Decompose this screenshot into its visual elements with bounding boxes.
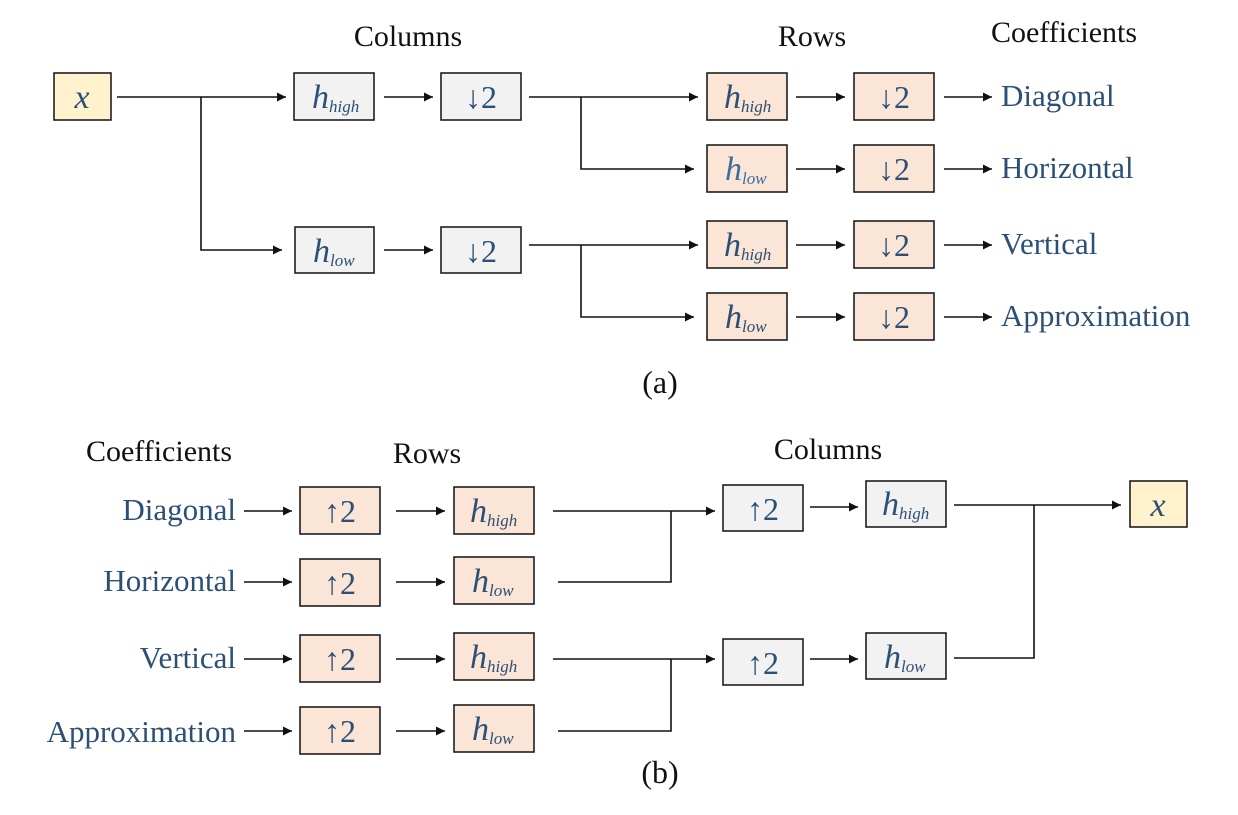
output-approximation: Approximation: [1001, 298, 1191, 333]
output-vertical: Vertical: [1001, 226, 1097, 261]
svg-text:hhigh: hhigh: [470, 493, 517, 530]
caption-a: (a): [642, 364, 678, 400]
filter-subscript: high: [487, 657, 517, 676]
input-x-box: x: [53, 72, 112, 121]
row-downsample-vertical: ↓2: [853, 220, 935, 269]
upsample-label: ↑2: [747, 491, 779, 527]
svg-text:hhigh: hhigh: [724, 227, 771, 264]
upsample-label: ↑2: [747, 645, 779, 681]
caption-b: (b): [641, 754, 678, 790]
filter-h-symbol: h: [470, 493, 487, 530]
filter-h-symbol: h: [724, 227, 741, 264]
output-horizontal: Horizontal: [1001, 150, 1134, 185]
filter-subscript: high: [487, 511, 517, 530]
row-downsample-diagonal: ↓2: [853, 72, 935, 121]
downsample-label: ↓2: [465, 233, 497, 269]
row-upsample-vertical: ↑2: [299, 634, 381, 683]
row-filter-high-vertical: hhigh: [706, 220, 788, 269]
coefficients-header: Coefficients: [991, 16, 1137, 49]
column-filter-high: hhigh: [865, 480, 947, 528]
filter-h-symbol: h: [472, 711, 489, 748]
filter-h-symbol: h: [312, 79, 329, 116]
column-downsample-low: ↓2: [440, 226, 522, 274]
upsample-label: ↑2: [324, 493, 356, 529]
output-diagonal: Diagonal: [1001, 78, 1115, 113]
row-downsample-horizontal: ↓2: [853, 144, 935, 193]
filter-h-symbol: h: [470, 639, 487, 676]
downsample-label: ↓2: [878, 299, 910, 335]
row-filter-high-diagonal: hhigh: [453, 486, 535, 535]
row-upsample-horizontal: ↑2: [299, 558, 381, 607]
upsample-label: ↑2: [324, 713, 356, 749]
column-upsample-low: ↑2: [722, 638, 804, 686]
row-filter-high-diagonal: hhigh: [706, 72, 788, 121]
filter-subscript: low: [489, 729, 514, 748]
svg-text:hlow: hlow: [884, 639, 926, 676]
filter-subscript: low: [901, 657, 926, 676]
column-downsample-high: ↓2: [440, 72, 522, 121]
svg-text:hlow: hlow: [313, 233, 355, 270]
filter-subscript: low: [489, 581, 514, 600]
filter-subscript: high: [329, 97, 359, 116]
svg-text:hlow: hlow: [472, 563, 514, 600]
input-diagonal: Diagonal: [122, 492, 236, 527]
columns-header: Columns: [774, 433, 882, 466]
filter-h-symbol: h: [724, 79, 741, 116]
coefficients-header: Coefficients: [86, 435, 232, 468]
row-upsample-diagonal: ↑2: [299, 486, 381, 535]
column-upsample-high: ↑2: [722, 484, 804, 532]
input-x-label: x: [73, 79, 89, 116]
svg-text:hhigh: hhigh: [312, 79, 359, 116]
filter-h-symbol: h: [725, 151, 742, 188]
row-downsample-approximation: ↓2: [853, 292, 935, 341]
svg-text:hlow: hlow: [725, 151, 767, 188]
svg-text:hhigh: hhigh: [470, 639, 517, 676]
panel-a-decomposition: Columns Rows Coefficients x hhigh ↓2 hlo…: [53, 16, 1191, 400]
filter-h-symbol: h: [884, 639, 901, 676]
column-filter-low: hlow: [865, 632, 947, 680]
filter-subscript: high: [741, 97, 771, 116]
filter-subscript: high: [899, 504, 929, 523]
columns-header: Columns: [354, 20, 462, 53]
row-upsample-approximation: ↑2: [299, 706, 381, 755]
filter-subscript: high: [741, 245, 771, 264]
rows-header: Rows: [778, 20, 846, 53]
panel-b-reconstruction: Coefficients Rows Columns Diagonal ↑2 hh…: [47, 433, 1188, 790]
row-filter-low-horizontal: hlow: [706, 144, 788, 193]
output-x-box: x: [1129, 480, 1188, 528]
svg-text:hhigh: hhigh: [882, 486, 929, 523]
filter-h-symbol: h: [882, 486, 899, 523]
output-x-label: x: [1149, 487, 1165, 524]
filter-subscript: low: [742, 317, 767, 336]
input-approximation: Approximation: [47, 714, 237, 749]
column-filter-high: hhigh: [293, 72, 375, 121]
upsample-label: ↑2: [324, 641, 356, 677]
row-filter-high-vertical: hhigh: [453, 632, 535, 681]
input-vertical: Vertical: [140, 640, 236, 675]
svg-text:hhigh: hhigh: [724, 79, 771, 116]
svg-text:hlow: hlow: [472, 711, 514, 748]
rows-header: Rows: [393, 437, 461, 470]
column-filter-low: hlow: [294, 226, 375, 274]
downsample-label: ↓2: [878, 227, 910, 263]
filter-h-symbol: h: [313, 233, 330, 270]
downsample-label: ↓2: [878, 79, 910, 115]
row-filter-low-approximation: hlow: [706, 292, 788, 341]
svg-text:hlow: hlow: [725, 299, 767, 336]
downsample-label: ↓2: [878, 151, 910, 187]
input-horizontal: Horizontal: [103, 563, 236, 598]
downsample-label: ↓2: [465, 79, 497, 115]
row-filter-low-horizontal: hlow: [453, 556, 535, 605]
filter-subscript: low: [330, 251, 355, 270]
filter-h-symbol: h: [472, 563, 489, 600]
row-filter-low-approximation: hlow: [453, 704, 535, 753]
filter-h-symbol: h: [725, 299, 742, 336]
filter-subscript: low: [742, 169, 767, 188]
upsample-label: ↑2: [324, 565, 356, 601]
